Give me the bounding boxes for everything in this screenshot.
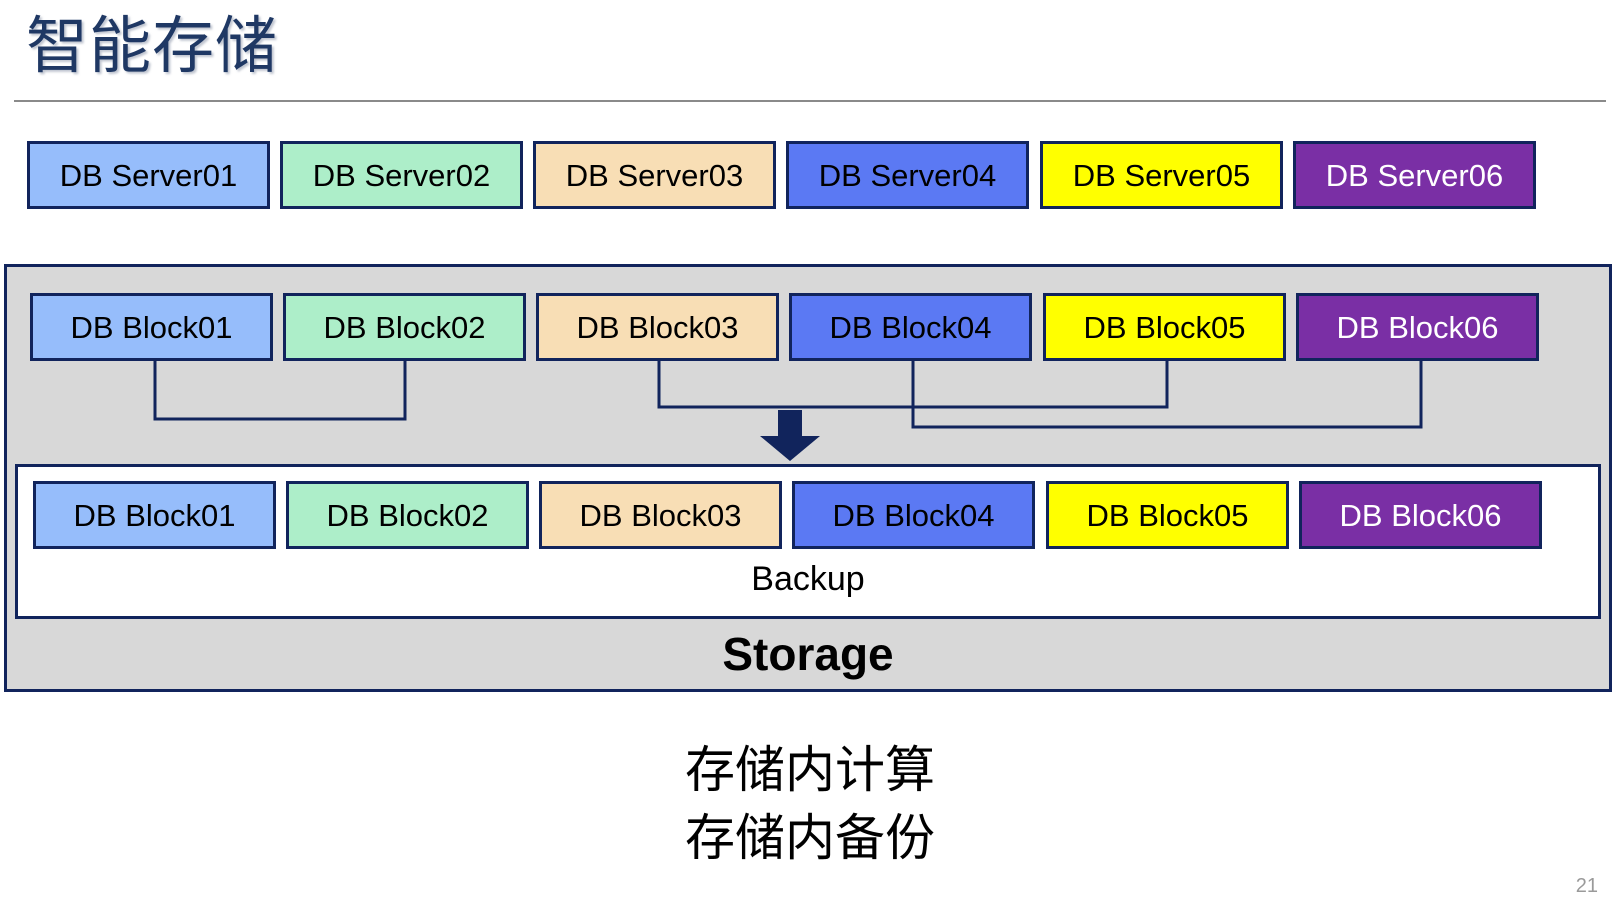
db-server-box-label: DB Server02 <box>312 157 491 193</box>
db-block-backup-box-label: DB Block04 <box>832 497 995 533</box>
caption-line-1: 存储内计算 <box>685 742 935 798</box>
slide-caption: 存储内计算 存储内备份 <box>0 736 1620 872</box>
db-block-box-label: DB Block04 <box>829 309 992 345</box>
db-server-row: DB Server01 DB Server02 DB Server03 DB Serv… <box>0 141 1620 209</box>
db-block-backup-box-1[interactable]: DB Block01 <box>33 481 276 549</box>
db-server-box-4[interactable]: DB Server04 <box>786 141 1029 209</box>
db-block-backup-box-2[interactable]: DB Block02 <box>286 481 529 549</box>
db-block-box-label: DB Block03 <box>576 309 739 345</box>
db-block-backup-box-label: DB Block03 <box>579 497 742 533</box>
db-block-primary-row: DB Block01 DB Block02 DB Block03 DB Block04… <box>7 293 1609 361</box>
storage-label: Storage <box>722 628 894 680</box>
db-block-backup-box-4[interactable]: DB Block04 <box>792 481 1035 549</box>
db-block-backup-box-label: DB Block02 <box>326 497 489 533</box>
db-server-box-label: DB Server01 <box>59 157 238 193</box>
page-title: 智能存储 <box>26 12 279 81</box>
db-block-box-1[interactable]: DB Block01 <box>30 293 273 361</box>
db-server-box-1[interactable]: DB Server01 <box>27 141 270 209</box>
db-block-box-2[interactable]: DB Block02 <box>283 293 526 361</box>
db-block-box-6[interactable]: DB Block06 <box>1296 293 1539 361</box>
db-block-box-label: DB Block05 <box>1083 309 1246 345</box>
db-block-box-4[interactable]: DB Block04 <box>789 293 1032 361</box>
page-number: 21 <box>1575 875 1598 897</box>
caption-line-2: 存储内备份 <box>685 810 935 866</box>
db-server-box-6[interactable]: DB Server06 <box>1293 141 1536 209</box>
db-server-box-label: DB Server03 <box>565 157 744 193</box>
db-block-backup-box-label: DB Block01 <box>73 497 236 533</box>
connector-block01-to-block02 <box>153 361 407 421</box>
db-block-box-3[interactable]: DB Block03 <box>536 293 779 361</box>
db-block-box-label: DB Block01 <box>70 309 233 345</box>
connector-block03-to-block05 <box>657 361 1169 409</box>
db-server-box-5[interactable]: DB Server05 <box>1040 141 1283 209</box>
db-server-box-label: DB Server04 <box>818 157 997 193</box>
db-server-box-label: DB Server05 <box>1072 157 1251 193</box>
db-block-backup-box-6[interactable]: DB Block06 <box>1299 481 1542 549</box>
connector-block04-to-block06 <box>911 361 1423 429</box>
db-server-box-2[interactable]: DB Server02 <box>280 141 523 209</box>
db-server-box-label: DB Server06 <box>1325 157 1504 193</box>
backup-arrow-icon <box>760 410 820 461</box>
storage-container: DB Block01 DB Block02 DB Block03 DB Block04… <box>4 264 1612 692</box>
db-block-backup-box-5[interactable]: DB Block05 <box>1046 481 1289 549</box>
title-divider <box>14 100 1606 102</box>
db-block-box-label: DB Block02 <box>323 309 486 345</box>
backup-panel: DB Block01 DB Block02 DB Block03 DB Block04… <box>15 464 1601 619</box>
db-server-box-3[interactable]: DB Server03 <box>533 141 776 209</box>
db-block-box-5[interactable]: DB Block05 <box>1043 293 1286 361</box>
backup-label: Backup <box>751 560 865 598</box>
db-block-box-label: DB Block06 <box>1336 309 1499 345</box>
db-block-backup-box-label: DB Block06 <box>1339 497 1502 533</box>
db-block-backup-box-label: DB Block05 <box>1086 497 1249 533</box>
db-block-backup-box-3[interactable]: DB Block03 <box>539 481 782 549</box>
